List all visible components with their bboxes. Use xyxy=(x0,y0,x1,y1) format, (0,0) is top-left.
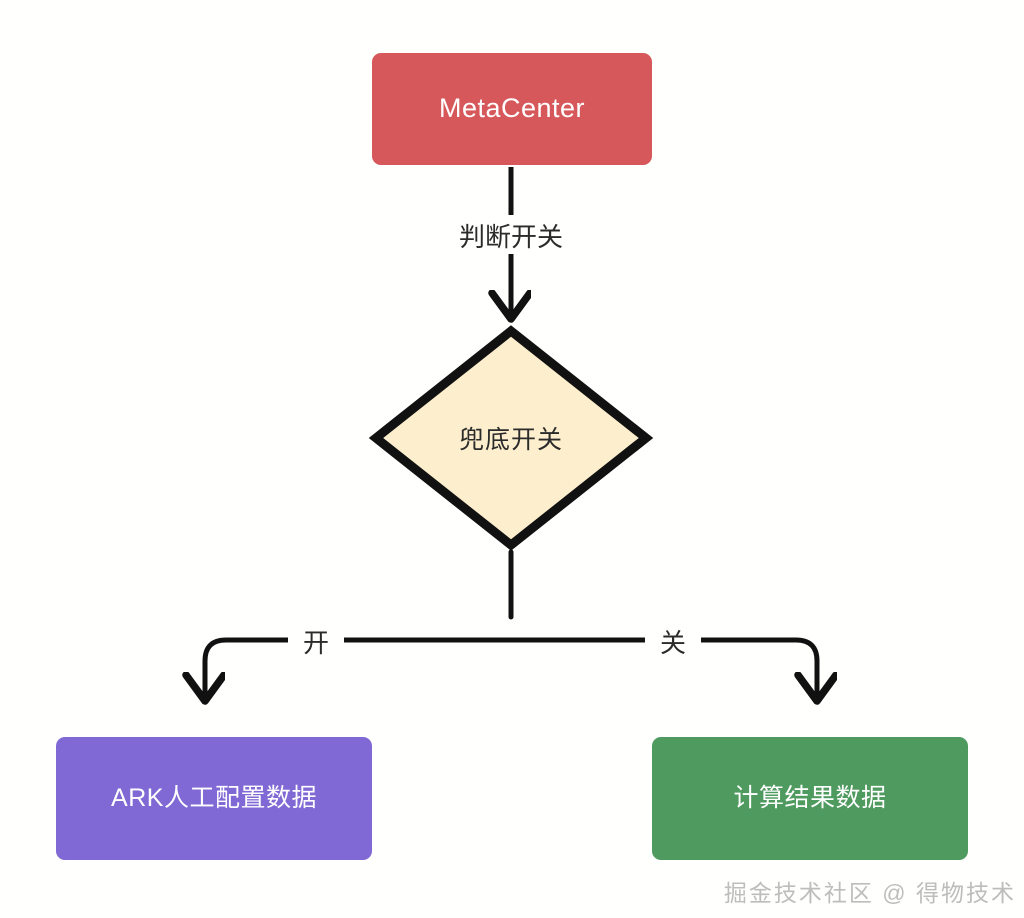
node-ark-manual-config-data[interactable]: ARK人工配置数据 xyxy=(56,737,372,860)
node-decision-label-wrap: 兜底开关 xyxy=(371,326,651,550)
node-computed-result-data[interactable]: 计算结果数据 xyxy=(652,737,968,860)
edge-label-off: 关 xyxy=(645,627,701,659)
edge-bus-to-branch-true xyxy=(205,637,514,700)
edge-label-on: 开 xyxy=(288,627,344,659)
node-metacenter-label: MetaCenter xyxy=(438,93,586,124)
diamond-shape xyxy=(368,325,654,551)
node-decision-fallback-switch[interactable]: 兜底开关 xyxy=(368,325,654,551)
node-decision-label: 兜底开关 xyxy=(458,426,563,454)
edge-label-judge-switch: 判断开关 xyxy=(431,220,591,254)
edge-bus-to-branch-false xyxy=(508,637,817,700)
node-metacenter[interactable]: MetaCenter xyxy=(372,53,652,165)
node-ark-label: ARK人工配置数据 xyxy=(111,783,317,812)
node-result-label: 计算结果数据 xyxy=(733,783,887,812)
watermark: 掘金技术社区 @ 得物技术 xyxy=(723,880,1016,906)
